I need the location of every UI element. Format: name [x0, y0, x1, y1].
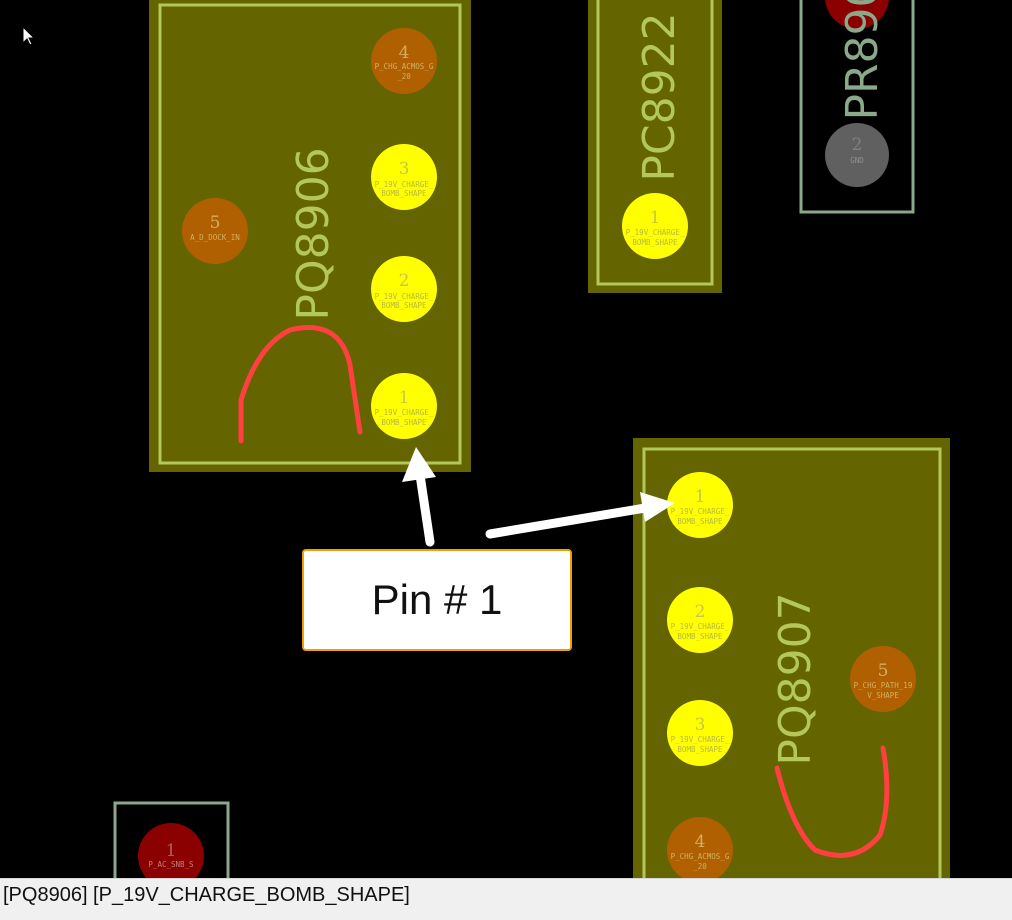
pad-number: 3	[399, 159, 410, 179]
pad-number: 3	[695, 715, 706, 735]
pad-1[interactable]	[825, 0, 889, 29]
pad-net-label: BOMB_SHAPE	[677, 517, 723, 526]
pad-number: 4	[695, 832, 706, 852]
pad-net-label: BOMB_SHAPE	[381, 301, 427, 310]
pad-number: 1	[650, 208, 661, 228]
pad-net-label: BOMB_SHAPE	[381, 189, 427, 198]
refdes-pq8906: PQ8906	[288, 147, 339, 320]
pin-1-callout: Pin # 1	[302, 549, 572, 651]
pad-net-label: P_19V_CHARGE_	[671, 622, 730, 631]
pad-net-label: P_19V_CHARGE_	[375, 292, 434, 301]
annotation-curve	[774, 745, 890, 858]
pad-number: 2	[695, 602, 706, 622]
pad-2[interactable]: 2 P_19V_CHARGE_ BOMB_SHAPE	[371, 256, 437, 322]
pad-5[interactable]: 5 P_CHG_PATH_19 V_SHAPE	[850, 646, 916, 712]
pad-net-label: _20	[397, 72, 411, 81]
pad-number: 1	[399, 388, 410, 408]
component-bottom-left[interactable]: 1 P_AC_SNB_S	[113, 801, 230, 878]
pad-net-label: P_19V_CHARGE_	[671, 507, 730, 516]
pad-net-label: P_19V_CHARGE_	[375, 180, 434, 189]
pad-net-label: P_19V_CHARGE_	[375, 408, 434, 417]
pad-net-label: V_SHAPE	[867, 691, 899, 700]
pad-number: 2	[852, 135, 863, 155]
pad-1[interactable]: 1 P_19V_CHARGE_ BOMB_SHAPE	[622, 193, 688, 259]
pad-net-label: BOMB_SHAPE	[677, 632, 723, 641]
pad-net-label: P_CHG_ACMOS_G	[671, 852, 730, 861]
board-view[interactable]: PQ8906 4 P_CHG_ACMOS_G _20 3 P_19V_CHARG…	[0, 0, 1012, 878]
pad-number: 5	[210, 213, 221, 233]
pad-number: 4	[399, 43, 410, 63]
pad-2[interactable]: 2 GND	[825, 123, 889, 187]
pad-net-label: BOMB_SHAPE	[677, 745, 723, 754]
pad-net-label: P_CHG_PATH_19	[854, 681, 913, 690]
pad-1[interactable]: 1 P_19V_CHARGE_ BOMB_SHAPE	[667, 472, 733, 538]
arrow-to-pq8906-pin1	[402, 447, 436, 547]
pad-net-label: P_19V_CHARGE_	[626, 228, 685, 237]
pad-1[interactable]: 1 P_19V_CHARGE_ BOMB_SHAPE	[371, 373, 437, 439]
pad-3[interactable]: 3 P_19V_CHARGE_ BOMB_SHAPE	[667, 700, 733, 766]
refdes-pq8907: PQ8907	[770, 592, 821, 765]
pad-number: 1	[166, 841, 177, 861]
annotation-curve	[238, 325, 363, 444]
pad-net-label: BOMB_SHAPE	[632, 238, 678, 247]
refdes-pc8922: PC8922	[634, 12, 685, 181]
component-pq8906[interactable]: PQ8906 4 P_CHG_ACMOS_G _20 3 P_19V_CHARG…	[149, 0, 471, 472]
pad-number: 2	[399, 271, 410, 291]
refdes-pr8905: PR8905	[837, 0, 888, 121]
component-pr8905[interactable]: 2 GND PR8905	[799, 0, 915, 214]
pad-net-label: P_AC_SNB_S	[148, 860, 194, 869]
pad-5[interactable]: 5 A_D_DOCK_IN	[182, 198, 248, 264]
pad-number: 5	[878, 661, 889, 681]
mouse-cursor-icon	[22, 25, 36, 46]
pad-4[interactable]: 4 P_CHG_ACMOS_G _20	[371, 28, 437, 94]
pad-net-label: GND	[850, 156, 864, 165]
arrow-to-pq8907-pin1	[485, 492, 675, 539]
pad-net-label: A_D_DOCK_IN	[190, 233, 240, 242]
pad-1[interactable]: 1 P_AC_SNB_S	[138, 823, 204, 878]
component-pq8907[interactable]: PQ8907 1 P_19V_CHARGE_ BOMB_SHAPE 2 P_19…	[633, 438, 950, 878]
pad-4[interactable]: 4 P_CHG_ACMOS_G _20	[667, 817, 733, 878]
pad-number: 1	[695, 487, 706, 507]
component-pc8922[interactable]: PC8922 1 P_19V_CHARGE_ BOMB_SHAPE	[588, 0, 722, 293]
status-bar: [PQ8906] [P_19V_CHARGE_BOMB_SHAPE]	[0, 878, 1012, 920]
pad-3[interactable]: 3 P_19V_CHARGE_ BOMB_SHAPE	[371, 144, 437, 210]
pad-net-label: _20	[693, 862, 707, 871]
pad-2[interactable]: 2 P_19V_CHARGE_ BOMB_SHAPE	[667, 587, 733, 653]
pad-net-label: BOMB_SHAPE	[381, 418, 427, 427]
pad-net-label: P_19V_CHARGE_	[671, 735, 730, 744]
pad-net-label: P_CHG_ACMOS_G	[375, 62, 434, 71]
